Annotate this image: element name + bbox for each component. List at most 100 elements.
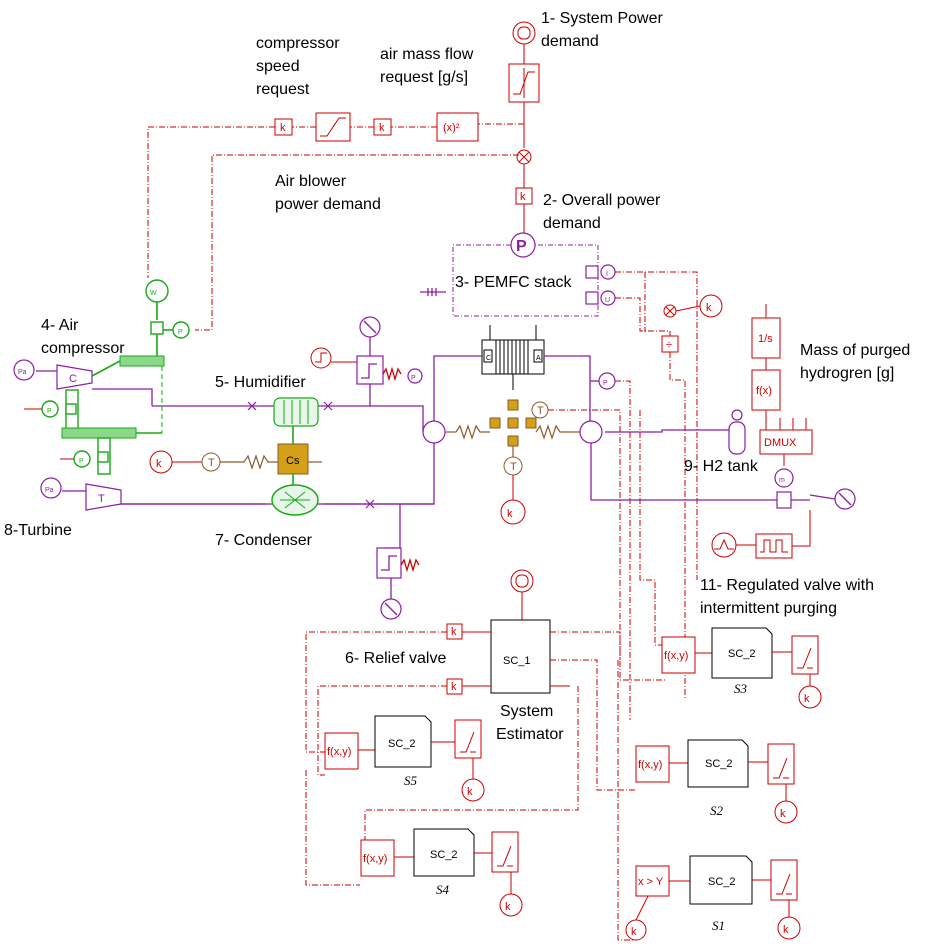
sc2-block-s1[interactable]: SC_2	[689, 855, 753, 905]
estimator-power-source-icon[interactable]	[510, 569, 534, 593]
pulse-generator-icon[interactable]	[755, 533, 793, 559]
svg-text:k: k	[156, 458, 162, 470]
temperature-sensor-icon[interactable]: T	[503, 456, 523, 476]
step-source-icon[interactable]	[310, 347, 332, 369]
svg-text:k: k	[520, 191, 526, 203]
valve-icon[interactable]	[776, 491, 792, 509]
constant-source-icon[interactable]: k	[499, 893, 523, 917]
svg-text:f(x,y): f(x,y)	[363, 853, 387, 865]
lookup-block-icon[interactable]	[315, 112, 351, 142]
condenser-icon[interactable]	[271, 484, 319, 516]
label-system-power-2: demand	[541, 33, 599, 50]
temperature-sensor-icon[interactable]: T	[531, 401, 549, 419]
svg-text:C: C	[69, 373, 77, 385]
svg-text:Pa: Pa	[45, 487, 54, 494]
label-system-power: 1- System Power	[541, 10, 663, 27]
air-inlet-icon[interactable]: Pa	[13, 359, 35, 381]
turbine-icon[interactable]: T	[85, 483, 122, 511]
compressor-icon[interactable]: C	[56, 364, 93, 390]
air-outlet-icon[interactable]: Pa	[40, 477, 62, 499]
temperature-source-icon[interactable]: T	[201, 452, 221, 472]
pressure-sensor-icon[interactable]: P	[598, 372, 616, 390]
system-power-source-icon[interactable]	[512, 21, 536, 45]
compare-block-s1[interactable]: x > Y	[635, 865, 670, 897]
function-block-s4[interactable]: f(x,y)	[360, 839, 395, 877]
constant-source-icon[interactable]: k	[777, 916, 801, 940]
pemfc-stack-icon[interactable]: C A	[481, 339, 545, 375]
voltage-sensor-icon[interactable]: U	[585, 290, 616, 306]
switch-block-icon[interactable]	[770, 859, 798, 901]
constant-source-icon[interactable]: k	[500, 499, 526, 525]
constant-source-icon[interactable]: k	[461, 778, 485, 802]
sum-junction-icon	[516, 149, 532, 165]
subsystem-label-s3: S3	[734, 681, 748, 696]
svg-text:Pa: Pa	[18, 369, 27, 376]
constant-source-icon[interactable]: k	[774, 800, 798, 824]
gain-block-icon[interactable]: k	[515, 187, 533, 205]
speed-sensor-icon[interactable]: P	[150, 321, 190, 339]
svg-text:T: T	[537, 405, 544, 417]
function-block-s5[interactable]: f(x,y)	[324, 732, 359, 770]
function-block-icon[interactable]: f(x)	[751, 369, 781, 411]
reference-pressure-icon[interactable]	[359, 316, 381, 338]
relief-valve-icon[interactable]	[376, 547, 402, 579]
saturation-block-icon[interactable]	[508, 63, 540, 103]
cathode-volume-icon[interactable]	[422, 420, 446, 444]
switch-block-icon[interactable]	[491, 831, 519, 873]
sc2-block-s2[interactable]: SC_2	[687, 739, 749, 788]
gain-source-icon[interactable]: k	[699, 294, 723, 318]
subsystem-label-s5: S5	[404, 773, 418, 788]
thermal-source-icon[interactable]: k	[149, 450, 173, 474]
sc2-block-s5[interactable]: SC_2	[374, 715, 432, 768]
gain-block-icon[interactable]: k	[373, 118, 392, 136]
gain-block-icon[interactable]: k	[274, 118, 293, 136]
pressure-sensor-icon[interactable]: P	[407, 368, 423, 384]
motor-icon[interactable]: W	[145, 279, 169, 303]
label-turbine: 8-Turbine	[4, 522, 72, 539]
condenser-heat-exchanger-icon[interactable]: Cs	[277, 443, 309, 475]
system-estimator-block[interactable]: SC_1	[490, 619, 551, 694]
label-relief-valve: 6- Relief valve	[345, 650, 446, 667]
compressor-shaft-icon[interactable]	[119, 355, 165, 367]
sc2-block-s4[interactable]: SC_2	[413, 828, 475, 877]
switch-block-icon[interactable]	[791, 635, 819, 675]
svg-text:k: k	[451, 626, 457, 638]
divide-block-icon[interactable]: ÷	[661, 335, 679, 353]
gain-block-icon[interactable]: k	[446, 678, 463, 695]
humidifier-icon[interactable]	[273, 397, 319, 427]
label-air-blower-2: power demand	[275, 196, 381, 213]
sc2-block-s3[interactable]: SC_2	[711, 627, 773, 679]
gain-block-icon[interactable]: k	[446, 623, 463, 640]
svg-text:W: W	[150, 290, 157, 297]
mux-block-icon[interactable]: DMUX	[759, 429, 813, 455]
power-source-icon[interactable]: P	[510, 232, 536, 258]
switch-block-icon[interactable]	[767, 743, 795, 785]
svg-text:(x)²: (x)²	[443, 122, 460, 134]
svg-text:f(x,y): f(x,y)	[327, 746, 351, 758]
svg-text:T: T	[208, 457, 215, 469]
anode-volume-icon[interactable]	[579, 420, 603, 444]
integrator-block-icon[interactable]: 1/s	[751, 317, 781, 359]
product-junction-icon	[663, 304, 677, 318]
constant-source-icon[interactable]: k	[798, 685, 822, 709]
signal-generator-icon[interactable]	[711, 532, 737, 558]
svg-text:k: k	[280, 122, 286, 134]
switch-block-icon[interactable]	[454, 719, 482, 759]
constant-source-icon[interactable]: k	[625, 919, 647, 941]
pressure-source-icon[interactable]	[834, 488, 856, 510]
torque-sensor-icon[interactable]: P	[41, 400, 77, 418]
subsystem-label-s4: S4	[436, 882, 450, 897]
current-sensor-icon[interactable]: I	[585, 264, 616, 280]
function-block-s3[interactable]: f(x,y)	[661, 636, 696, 674]
function-block-s2[interactable]: f(x,y)	[635, 745, 670, 783]
square-function-block-icon[interactable]: (x)²	[436, 112, 479, 142]
flow-sensor-icon[interactable]: m	[774, 468, 794, 488]
regulator-valve-icon[interactable]	[356, 355, 384, 385]
svg-text:k: k	[507, 508, 513, 520]
thermal-node-icon	[489, 399, 537, 447]
reference-pressure-icon[interactable]	[380, 598, 402, 620]
svg-text:k: k	[780, 808, 786, 820]
label-mass-purged: Mass of purged	[800, 342, 910, 359]
h2-tank-icon[interactable]	[728, 409, 746, 455]
svg-text:C: C	[486, 355, 491, 362]
